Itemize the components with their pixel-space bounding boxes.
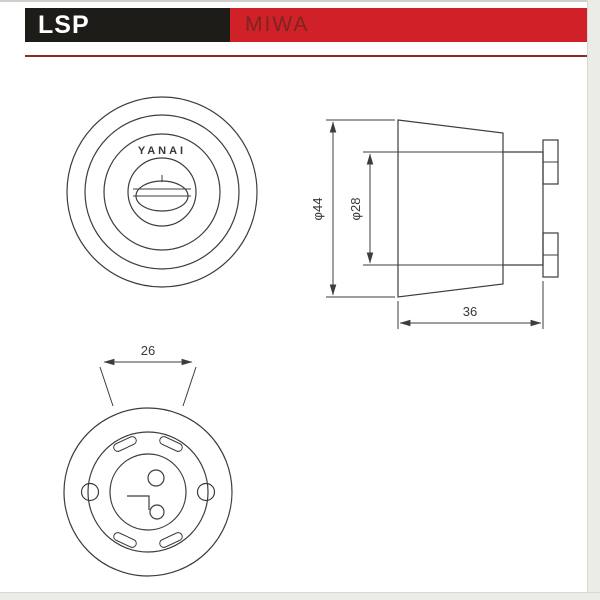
dim-width: 26 (99, 343, 197, 407)
keyhole (133, 175, 191, 212)
page-edge-bottom (0, 592, 600, 600)
front-outer-ring (66, 96, 258, 288)
page-edge-right (587, 0, 600, 600)
dim-body-diameter-label: φ28 (348, 198, 363, 221)
rear-plate-ring (87, 431, 209, 553)
front-face-ring (103, 133, 221, 251)
dim-depth: 36 (397, 281, 544, 329)
brand-label: MIWA (245, 13, 310, 36)
rear-screw-hole-right (196, 482, 216, 502)
front-view-drawing: YANAI (66, 96, 258, 288)
brand-band: MIWA (230, 8, 588, 42)
front-plug-ring (127, 157, 197, 227)
dim-outer-diameter-label: φ44 (310, 198, 325, 221)
side-view-drawing: φ44 φ28 36 (310, 119, 559, 329)
rear-body-ring (109, 453, 187, 531)
rear-screw-hole-left (80, 482, 100, 502)
dim-outer-diameter: φ44 (310, 119, 395, 298)
dim-body-diameter: φ28 (348, 151, 503, 266)
model-title: LSP (38, 10, 90, 39)
rear-cam-cutout (127, 469, 165, 520)
rear-arc-slots (113, 436, 183, 548)
rear-outer-ring (63, 407, 233, 577)
dim-depth-label: 36 (463, 304, 477, 319)
model-title-block: LSP (25, 8, 230, 42)
rear-view-drawing: 26 (63, 343, 233, 577)
header-rule (25, 55, 588, 57)
side-body-outline (503, 151, 544, 266)
dim-width-label: 26 (141, 343, 155, 358)
side-rear-tabs (542, 139, 559, 278)
side-collar-outline (397, 119, 504, 298)
front-middle-ring (84, 114, 240, 270)
engraving-label: YANAI (138, 145, 186, 157)
page-edge-top (0, 0, 600, 2)
